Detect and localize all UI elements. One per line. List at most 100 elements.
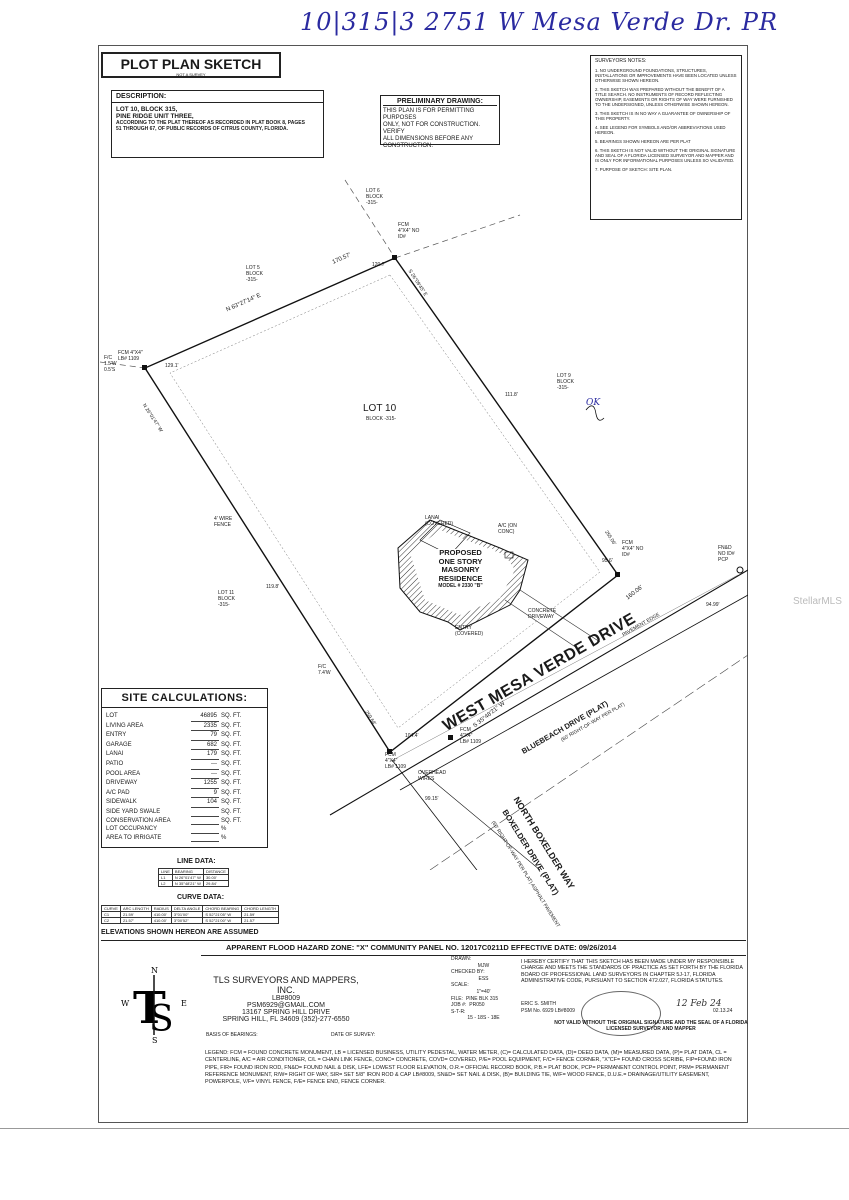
site-calc-unit: SQ. FT.	[221, 808, 242, 815]
road-edge	[391, 759, 478, 870]
not-valid-note: NOT VALID WITHOUT THE ORIGINAL SIGNATURE…	[554, 1020, 748, 1032]
overhead-wire	[392, 574, 739, 761]
house-label-line: ONE STORY	[438, 556, 483, 566]
site-calc-row: POOL AREA---SQ. FT.	[106, 770, 263, 780]
title-box: PLOT PLAN SKETCH NOT A SURVEY	[101, 52, 281, 78]
company-city-phone: SPRING HILL, FL 34609 (352)-277-6550	[222, 1016, 350, 1023]
site-calculations-heading: SITE CALCULATIONS:	[102, 692, 267, 708]
monument-marker	[387, 749, 392, 754]
dimension-label: 104.4'	[405, 733, 419, 739]
site-calc-label: SIDE YARD SWALE	[106, 808, 161, 815]
neighbor-lot-label: LOT 6 BLOCK -315-	[366, 188, 383, 206]
dimension-label: 119.8'	[266, 584, 280, 590]
page-subtitle: NOT A SURVEY	[176, 72, 206, 77]
surveyors-notes-box: SURVEYORS NOTES: 1. NO UNDERGROUND FOUND…	[590, 55, 742, 220]
monument-marker	[615, 572, 620, 577]
preliminary-line: ONLY, NOT FOR CONSTRUCTION. VERIFY	[383, 122, 481, 135]
monument-marker	[392, 255, 397, 260]
table-cell: N 26°01'47" W	[171, 874, 204, 881]
title-block-divider	[201, 955, 746, 956]
logo-mark: T	[133, 983, 166, 1034]
checked-label: CHECKED BY:	[451, 969, 485, 976]
table-header-cell: ARC LENGTH	[119, 905, 152, 912]
note-item: 5. BEARINGS SHOWN HEREON ARE PER PLAT	[595, 139, 691, 144]
line-data-table: LINE BEARING DISTANCE L1 N 26°01'47" W 3…	[158, 868, 229, 887]
table-cell: S 52°21'00" W	[202, 917, 243, 924]
table-cell: 21.57'	[241, 917, 280, 924]
site-calc-value: 9	[191, 789, 219, 799]
monument-label: FN&D NO ID# PCP	[718, 545, 735, 563]
site-calc-label: ENTRY	[106, 732, 127, 739]
monument-marker	[142, 365, 147, 370]
site-calc-value: 79	[191, 731, 219, 741]
monument-label: FCM 4"X4" LB# 1109	[118, 350, 143, 362]
note-item: 2. THIS SKETCH WAS PREPARED WITHOUT THE …	[595, 87, 733, 107]
company-logo: N W E S T S	[121, 966, 187, 1045]
description-line: 51 THROUGH 67, OF PUBLIC RECORDS OF CITR…	[116, 126, 288, 132]
description-line: LOT 10, BLOCK 315,	[116, 106, 178, 113]
tree-mark	[585, 405, 605, 421]
site-calc-unit: SQ. FT.	[221, 789, 242, 796]
job-row: JOB #:PR050	[451, 1002, 516, 1009]
monument-label: FCM 4"X4" NO ID#	[398, 222, 420, 240]
site-calc-unit: %	[221, 826, 227, 833]
site-calc-unit: SQ. FT.	[221, 732, 242, 739]
handwritten-header: 10|315|3 2751 W Mesa Verde Dr. PR	[300, 8, 779, 36]
scale-value: 1"=40'	[476, 988, 491, 995]
driveway-outline	[504, 589, 601, 651]
logo-letter: E	[181, 999, 187, 1008]
site-calc-value: 104	[191, 798, 219, 808]
site-calc-row: PATIO---SQ. FT.	[106, 760, 263, 770]
job-value: PR050	[469, 1002, 485, 1009]
logo-letter: N	[151, 966, 158, 975]
preliminary-line: THIS PLAN IS FOR PERMITTING PURPOSES	[383, 108, 475, 121]
table-cell: 3°00'52"	[170, 917, 204, 924]
table-cell: N 35°48'21" W	[171, 880, 204, 887]
job-label: JOB #:	[451, 1002, 467, 1009]
handwritten-sign-date: 12 Feb 24	[676, 999, 722, 1009]
certification-date: 02.13.24	[713, 1008, 733, 1014]
description-line: PINE RIDGE UNIT THREE,	[116, 113, 194, 120]
site-calc-label: PATIO	[106, 760, 124, 767]
file-row: FILE:PINE BLK 315	[451, 996, 516, 1003]
page-frame	[98, 45, 748, 1123]
ac-label: A/C (ON CONC)	[498, 523, 517, 535]
overhead-wires-label: OVERHEAD WIRES	[418, 770, 447, 782]
site-calc-row: AREA TO IRRIGATE%	[106, 834, 263, 843]
house-label-line: RESIDENCE	[438, 573, 483, 583]
table-cell: 21.57'	[119, 917, 152, 924]
watermark: StellarMLS	[793, 596, 842, 607]
house-label-line: PROPOSED	[439, 548, 482, 557]
dimension-label: 120.7'	[372, 262, 386, 268]
flood-zone: APPARENT FLOOD HAZARD ZONE: "X" COMMUNIT…	[226, 943, 617, 952]
dimension-label: 111.8'	[505, 392, 518, 398]
house-label-line: MASONRY	[441, 565, 480, 574]
site-calc-label: LANAI	[106, 751, 124, 758]
monument-label: FCM 4"X4" LB# 1109	[460, 727, 482, 745]
description-heading: DESCRIPTION:	[112, 93, 323, 103]
fence-corner-label: F/C 7.4'W	[318, 664, 331, 676]
curve-data-heading: CURVE DATA:	[177, 894, 225, 901]
table-header-cell: CHORD BEARING	[202, 905, 243, 912]
preliminary-box: PRELIMINARY DRAWING: THIS PLAN IS FOR PE…	[380, 95, 500, 149]
site-calc-unit: SQ. FT.	[221, 780, 242, 787]
company-block: TLS SURVEYORS AND MAPPERS, INC. LB#8009 …	[206, 975, 366, 1023]
elevations-note: ELEVATIONS SHOWN HEREON ARE ASSUMED	[101, 929, 259, 936]
table-row: L2 N 35°48'21" W 29.84'	[158, 880, 229, 887]
neighbor-lot-label: LOT 9 BLOCK -315-	[557, 373, 574, 391]
description-box: DESCRIPTION: LOT 10, BLOCK 315, PINE RID…	[111, 90, 324, 158]
site-calc-unit: SQ. FT.	[221, 722, 242, 729]
basis-of-bearings: BASIS OF BEARINGS:	[206, 1032, 258, 1038]
site-calc-label: SIDEWALK	[106, 799, 137, 806]
preliminary-line: ALL DIMENSIONS BEFORE ANY	[383, 136, 474, 142]
setback-lines	[169, 274, 601, 729]
site-calc-unit: SQ. FT.	[221, 741, 242, 748]
note-item: 1. NO UNDERGROUND FOUNDATIONS, STRUCTURE…	[595, 68, 737, 83]
neighbor-lot-line	[394, 214, 521, 259]
site-calc-label: LIVING AREA	[106, 722, 144, 729]
